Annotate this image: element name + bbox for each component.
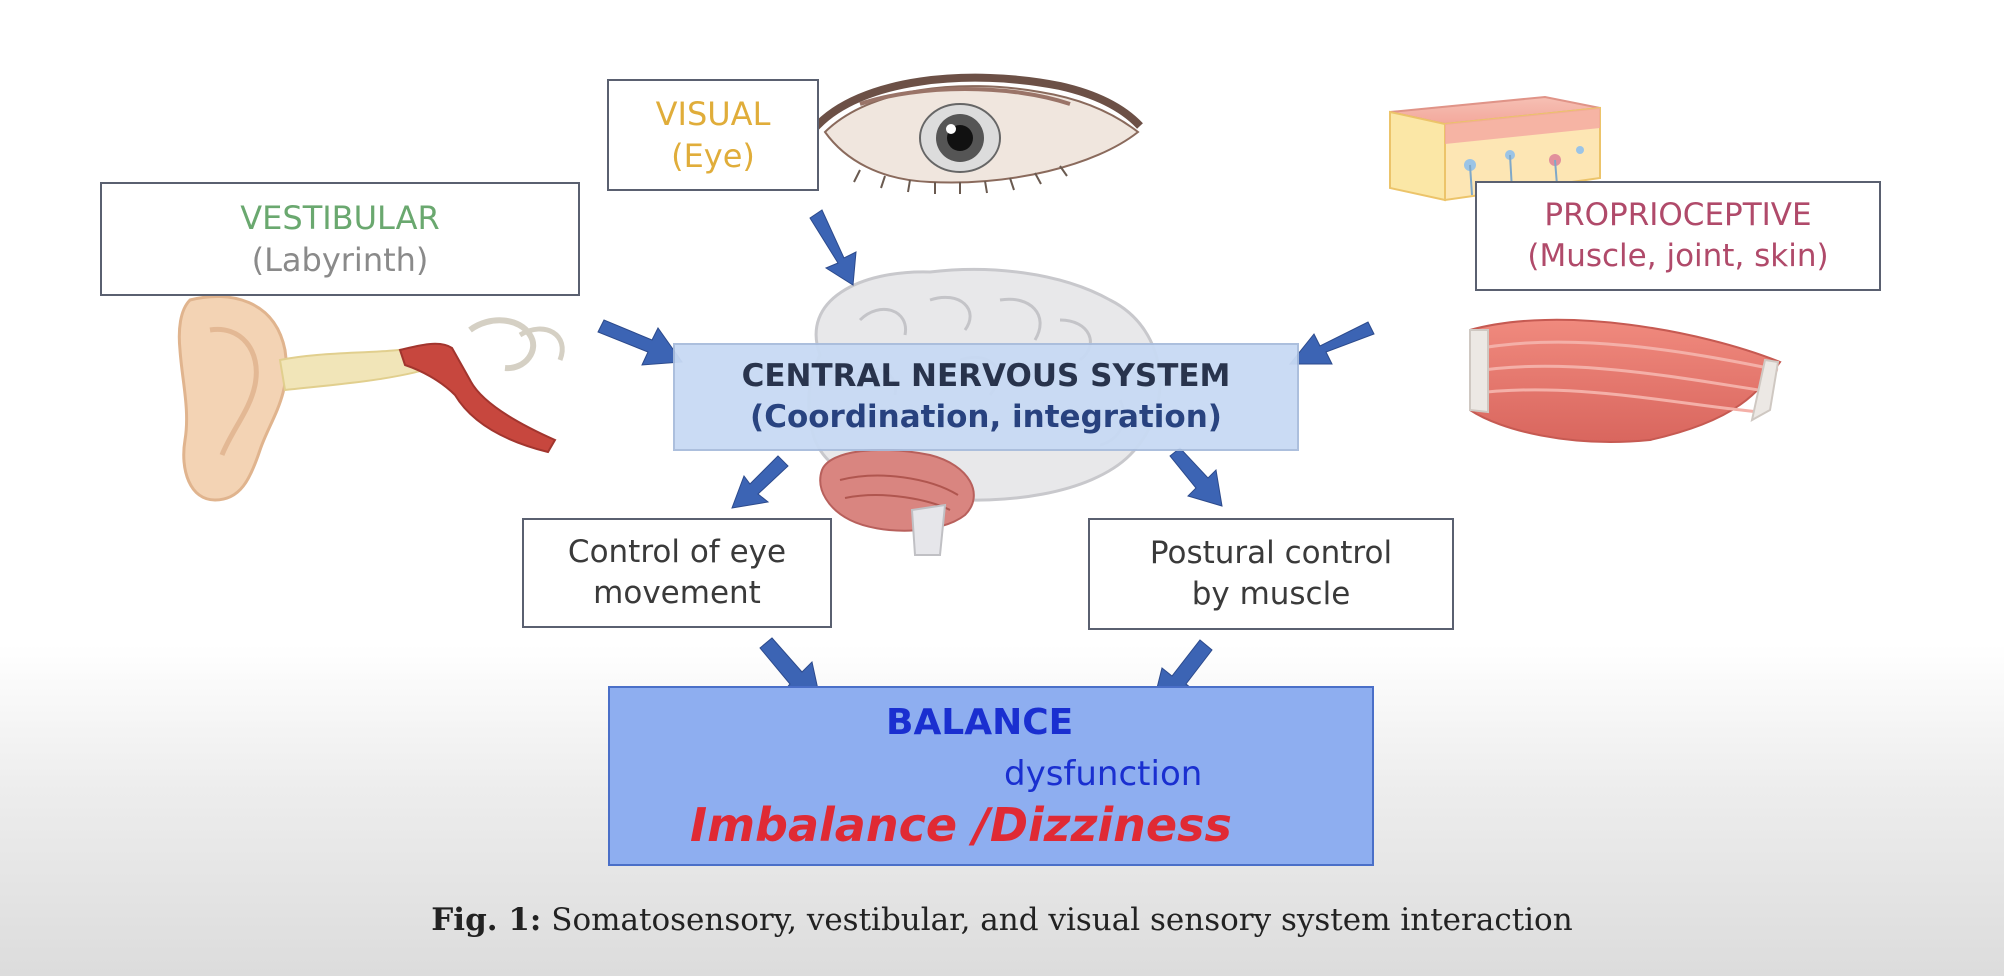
figure-caption-text: Somatosensory, vestibular, and visual se…: [551, 902, 1573, 938]
cns-subtitle: (Coordination, integration): [750, 399, 1222, 435]
vestibular-box: VESTIBULAR (Labyrinth): [100, 182, 580, 296]
muscle-icon: [1469, 318, 1782, 443]
visual-subtitle: (Eye): [671, 137, 755, 175]
proprioceptive-subtitle: (Muscle, joint, skin): [1527, 238, 1829, 274]
proprioceptive-box: PROPRIOCEPTIVE (Muscle, joint, skin): [1475, 181, 1881, 291]
dysfunction-label: dysfunction: [1004, 754, 1203, 794]
vestibular-title: VESTIBULAR: [240, 198, 440, 237]
figure-caption: Fig. 1: Somatosensory, vestibular, and v…: [0, 902, 2004, 938]
eye-control-line2: movement: [593, 575, 761, 611]
vestibular-subtitle: (Labyrinth): [251, 241, 429, 279]
visual-box: VISUAL (Eye): [607, 79, 819, 191]
proprioceptive-title: PROPRIOCEPTIVE: [1544, 197, 1812, 234]
postural-line2: by muscle: [1191, 576, 1351, 612]
arrow-cns-to-eye: [731, 455, 789, 509]
arrow-cns-to-postural: [1169, 447, 1223, 507]
cns-title: CENTRAL NERVOUS SYSTEM: [741, 358, 1231, 395]
skin-icon: [1389, 95, 1601, 202]
balance-title: BALANCE: [886, 702, 1074, 743]
figure-number: Fig. 1:: [431, 902, 542, 938]
arrow-vestibular-to-cns: [597, 319, 683, 366]
eye-control-box: Control of eye movement: [522, 518, 832, 628]
eye-icon: [812, 73, 1143, 194]
imbalance-label: Imbalance /Dizziness: [690, 798, 1232, 852]
balance-box: BALANCE dysfunction Imbalance /Dizziness: [608, 686, 1374, 866]
eye-control-line1: Control of eye: [567, 534, 787, 571]
arrow-visual-to-cns: [809, 209, 857, 286]
ear-icon: [177, 295, 565, 502]
cns-box: CENTRAL NERVOUS SYSTEM (Coordination, in…: [673, 343, 1299, 451]
arrow-proprioceptive-to-cns: [1288, 321, 1375, 365]
postural-line1: Postural control: [1149, 535, 1393, 572]
postural-box: Postural control by muscle: [1088, 518, 1454, 630]
visual-title: VISUAL: [655, 94, 771, 133]
